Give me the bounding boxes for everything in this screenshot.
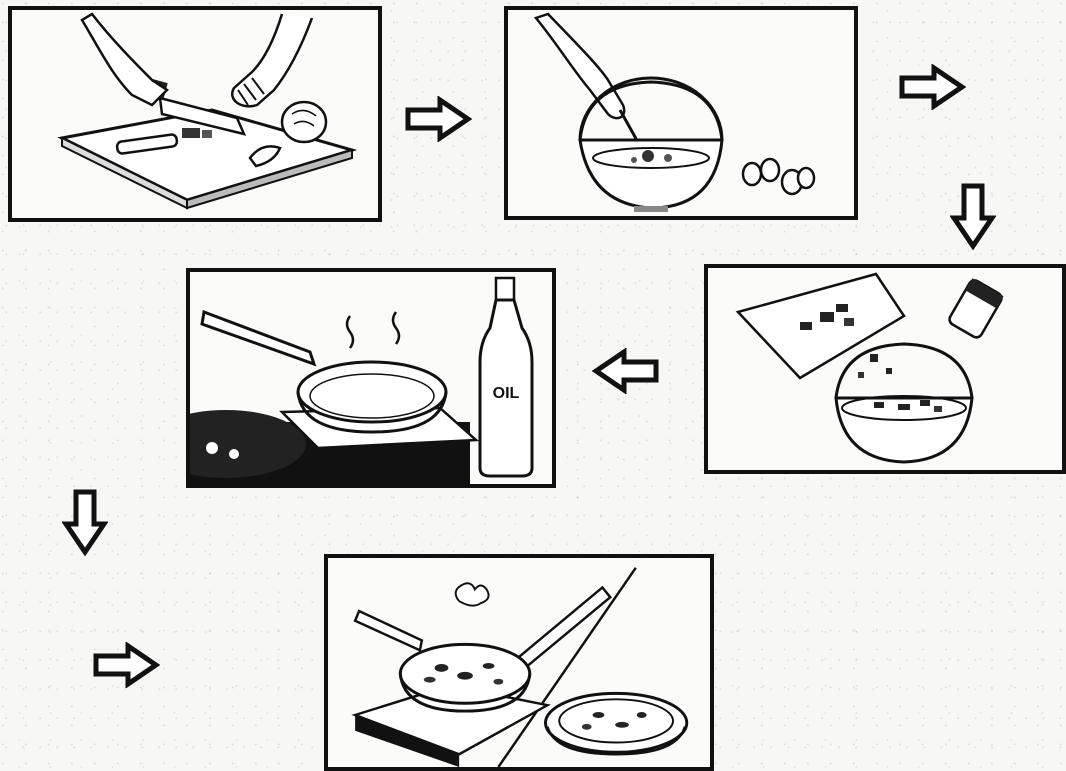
frying-pan-oil-icon: OIL: [190, 272, 552, 484]
step-panel-heat-oil: OIL: [186, 268, 556, 488]
arrow-left-icon: [592, 348, 660, 394]
arrow-right-icon: [92, 642, 160, 688]
oil-bottle-label: OIL: [493, 385, 520, 402]
oil-bottle-icon: OIL: [480, 278, 532, 476]
arrow-right-icon: [404, 96, 472, 142]
bowl-seasoning-icon: [708, 268, 1062, 470]
step-panel-chop: [8, 6, 382, 222]
step-panel-beat-eggs: [504, 6, 858, 220]
step-panel-cook-serve: [324, 554, 714, 771]
arrow-down-icon: [62, 488, 108, 556]
knife-cutting-board-icon: [12, 10, 378, 218]
arrow-down-icon: [950, 182, 996, 250]
step-panel-add-ingredients: [704, 264, 1066, 474]
pan-plate-icon: [328, 558, 710, 767]
arrow-right-icon: [898, 64, 966, 110]
bowl-whisk-icon: [508, 10, 854, 216]
